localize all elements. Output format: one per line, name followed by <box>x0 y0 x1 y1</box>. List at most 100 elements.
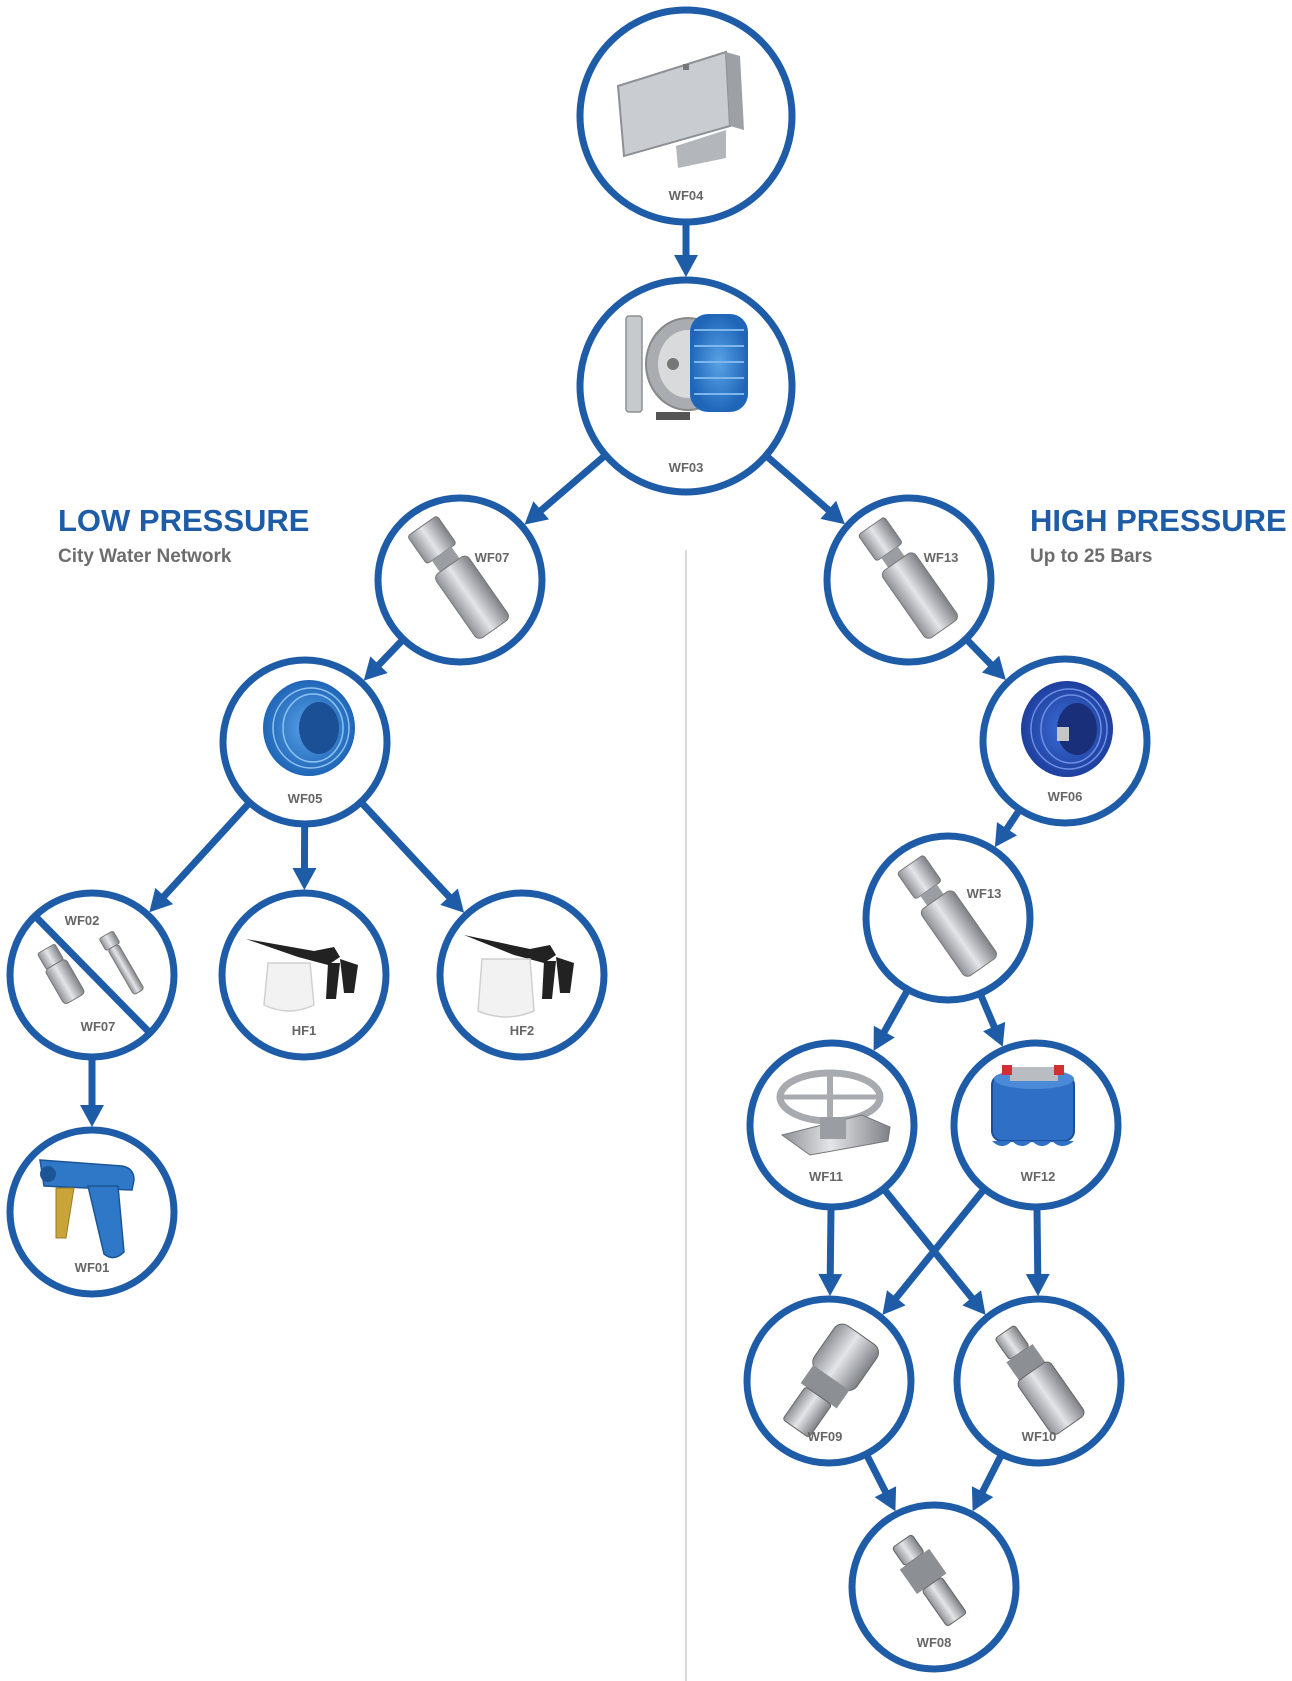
node-wf13-mid: WF13 <box>862 832 1034 1004</box>
spray-gun-icon <box>39 1159 135 1259</box>
alternative-slash <box>33 914 153 1036</box>
low-pressure-subtitle: City Water Network <box>58 546 232 567</box>
arrow-wf12-to-wf10 <box>1025 1208 1050 1297</box>
node-wf09-label: WF09 <box>808 1429 843 1444</box>
arrow-wf04-to-wf03 <box>674 224 698 277</box>
node-wf07-top-label: WF07 <box>475 550 510 565</box>
arrow-line <box>359 801 454 901</box>
node-wf12: WF12 <box>950 1039 1122 1211</box>
node-wf10: WF10 <box>953 1295 1125 1467</box>
arrow-wf13a-to-wf06 <box>964 637 1006 680</box>
arrow-wf12-to-wf09 <box>882 1188 986 1315</box>
node-wf05-label: WF05 <box>288 791 323 806</box>
arrow-line <box>892 1188 986 1302</box>
arrow-wf10-to-wf08 <box>971 1454 1004 1512</box>
node-wf11: WF11 <box>746 1039 918 1211</box>
arrow-line <box>1002 809 1022 833</box>
arrow-head <box>983 1021 1006 1047</box>
arrow-line <box>964 637 995 669</box>
arrow-line <box>765 454 833 514</box>
arrow-wf13b-to-wf11 <box>873 989 910 1051</box>
node-wf03: WF03 <box>576 276 796 496</box>
wall-bracket-icon <box>616 50 744 168</box>
arrow-wf03-to-wf13a <box>765 454 845 525</box>
arrow-head <box>994 822 1018 848</box>
arrow-wf07a-to-wf05 <box>363 638 405 681</box>
node-wf09: WF09 <box>743 1295 915 1467</box>
node-wf03-label: WF03 <box>669 460 704 475</box>
arrow-head <box>818 1273 843 1297</box>
arrow-head <box>820 500 845 525</box>
valve-icon <box>776 1069 891 1156</box>
node-wf04-label: WF04 <box>669 188 704 203</box>
node-wf02-wf07: WF02 WF07 <box>6 889 178 1061</box>
coupling-icon <box>995 1325 1085 1435</box>
hose-coil-icon <box>263 680 355 776</box>
arrow-wf02-to-wf01 <box>80 1059 104 1127</box>
arrow-head <box>971 1486 994 1512</box>
node-wf12-label: WF12 <box>1021 1169 1056 1184</box>
quick-coupler-icon <box>991 1065 1075 1146</box>
arrow-line <box>978 1454 1004 1496</box>
node-hf1-label: HF1 <box>292 1023 317 1038</box>
node-hf1: HF1 <box>218 889 390 1061</box>
arrow-head <box>292 867 317 891</box>
arrow-line <box>880 989 910 1036</box>
arrow-head <box>440 888 465 913</box>
fitting-icon <box>897 855 997 977</box>
arrow-head <box>882 1290 906 1315</box>
arrow-line <box>977 993 999 1030</box>
arrow-head <box>363 656 388 681</box>
arrow-line <box>537 453 607 515</box>
arrow-head <box>524 501 550 525</box>
fitting-icon <box>858 517 958 639</box>
arrow-head <box>674 255 698 277</box>
arrow-head <box>80 1105 104 1127</box>
node-wf08: WF08 <box>848 1501 1020 1673</box>
arrow-line <box>1033 1208 1042 1277</box>
foam-gun-icon <box>246 939 358 1012</box>
arrow-wf09-to-wf08 <box>864 1454 897 1512</box>
straight-fitting-icon <box>99 930 144 995</box>
node-hf2-label: HF2 <box>510 1023 535 1038</box>
arrow-head <box>874 1486 897 1512</box>
arrow-wf05-to-hf1 <box>292 825 317 891</box>
node-wf11-label: WF11 <box>809 1169 843 1184</box>
high-pressure-title: HIGH PRESSURE <box>1030 503 1287 538</box>
arrow-line <box>160 801 251 900</box>
arrow-head <box>981 655 1006 680</box>
arrow-head <box>962 1290 986 1315</box>
node-wf13-mid-label: WF13 <box>967 886 1002 901</box>
low-pressure-title: LOW PRESSURE <box>58 503 310 538</box>
node-wf05: WF05 <box>219 656 391 828</box>
arrow-line <box>826 1208 835 1277</box>
arrow-head <box>1025 1273 1050 1297</box>
connector-arrows <box>80 224 1050 1512</box>
node-wf07-label: WF07 <box>81 1019 116 1034</box>
arrow-wf05-to-hf2 <box>359 801 465 913</box>
node-wf07-top: WF07 <box>374 494 546 666</box>
arrow-line <box>882 1188 976 1302</box>
node-wf01: WF01 <box>6 1126 178 1298</box>
arrow-line <box>864 1454 890 1496</box>
coupling-icon <box>783 1323 879 1438</box>
node-wf13-top: WF13 <box>823 494 995 666</box>
node-wf06: WF06 <box>979 655 1151 827</box>
nipple-icon <box>892 1534 967 1626</box>
hose-coil-icon <box>1021 681 1113 777</box>
node-wf08-label: WF08 <box>917 1635 952 1650</box>
high-pressure-subtitle: Up to 25 Bars <box>1030 546 1153 567</box>
arrow-wf06-to-wf13b <box>994 809 1022 848</box>
node-hf2: HF2 <box>436 889 608 1061</box>
arrow-wf05-to-wf02 <box>149 801 251 913</box>
arrow-wf11-to-wf10 <box>882 1188 986 1315</box>
arrow-wf03-to-wf07a <box>524 453 607 525</box>
node-wf04: WF04 <box>576 6 796 226</box>
arrow-wf13b-to-wf12 <box>977 993 1006 1047</box>
arrow-wf11-to-wf09 <box>818 1208 843 1297</box>
node-wf06-label: WF06 <box>1048 789 1083 804</box>
foam-gun-icon <box>464 935 574 1018</box>
swivel-fitting-icon <box>408 516 509 639</box>
swivel-fitting-icon <box>37 943 85 1005</box>
